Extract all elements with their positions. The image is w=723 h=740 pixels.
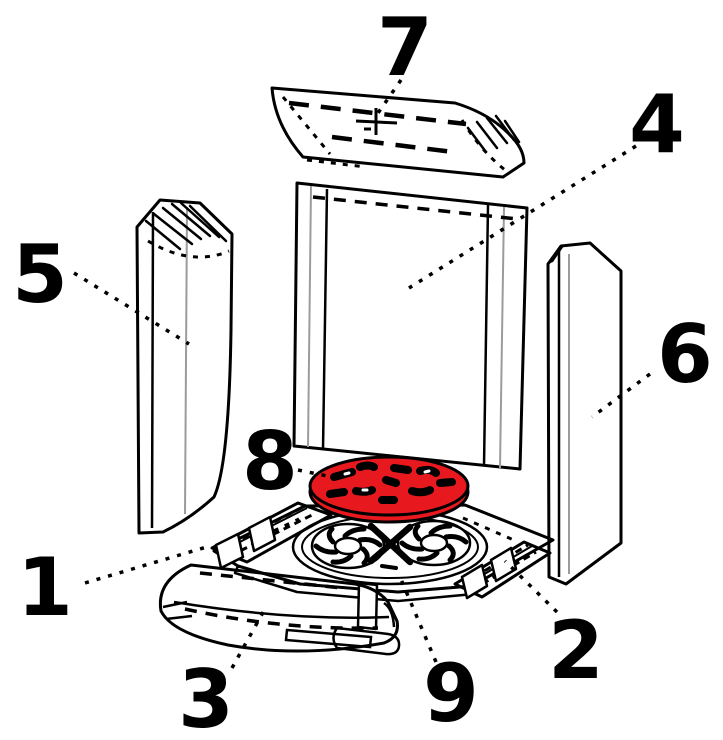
part-5-edge-line <box>150 211 155 529</box>
part-3-outline <box>158 563 399 653</box>
part-5-top-hatching <box>144 201 228 251</box>
center-cross-mark <box>355 108 398 135</box>
part-9-right-rosette-vanes <box>399 523 469 563</box>
part-4-back-panel <box>292 181 529 471</box>
part-8-highlights <box>343 469 431 492</box>
leader-part-6 <box>590 372 652 419</box>
part-label-4: 4 <box>629 78 685 171</box>
part-9-left-rosette-hub <box>333 536 363 556</box>
part-label-1: 1 <box>17 541 73 634</box>
leader-part-5 <box>73 271 190 346</box>
leader-part-9 <box>398 576 438 663</box>
leader-lines <box>73 78 652 669</box>
part-9-surface-dashes <box>251 516 517 543</box>
part-4-inner-lines <box>307 185 505 469</box>
part-label-6: 6 <box>657 308 713 401</box>
part-7-outline <box>270 86 526 179</box>
part-7-corner-hatching <box>466 114 521 154</box>
part-9-right-rosette <box>396 519 472 567</box>
part-5-hidden-curve <box>147 239 230 259</box>
leader-part-1 <box>84 544 211 585</box>
part-7-top-plate <box>270 86 526 179</box>
part-9-cross-brace <box>367 522 414 566</box>
part-6-chamfer-shade <box>548 246 564 264</box>
part-label-5: 5 <box>12 228 68 321</box>
part-9-right-rosette-hub <box>419 533 449 553</box>
part-2-feet <box>460 546 518 600</box>
part-label-2: 2 <box>548 604 604 697</box>
part-7-hidden-diagonals <box>281 96 506 172</box>
part-label-3: 3 <box>178 653 234 740</box>
part-5-inner-line <box>184 206 188 515</box>
part-5-outline <box>135 198 234 535</box>
part-4-edge-lines <box>321 188 490 467</box>
part-4-hidden-top-edge <box>312 195 518 221</box>
part-7-hidden-edges <box>288 100 467 155</box>
part-8-grate-disc <box>308 455 470 524</box>
part-label-8: 8 <box>242 415 298 508</box>
part-3-front-bar <box>158 563 399 653</box>
leader-part-2 <box>503 559 559 614</box>
part-9-left-rosette-vanes <box>313 526 383 566</box>
part-6-right-panel <box>546 241 623 586</box>
leader-part-4 <box>408 144 637 290</box>
part-9-center-mark <box>380 564 398 570</box>
part-3-details <box>162 600 396 649</box>
part-labels: 1 2 3 4 5 6 7 8 9 <box>12 1 713 740</box>
part-label-7: 7 <box>377 1 433 94</box>
part-5-left-panel <box>135 198 234 535</box>
part-label-9: 9 <box>423 647 479 740</box>
part-1-left-rail <box>210 501 333 570</box>
part-3-dashes <box>184 571 379 630</box>
leader-part-3 <box>230 606 268 669</box>
part-1-feet <box>214 515 277 570</box>
part-6-outline <box>546 241 623 586</box>
part-4-outline <box>292 181 529 471</box>
